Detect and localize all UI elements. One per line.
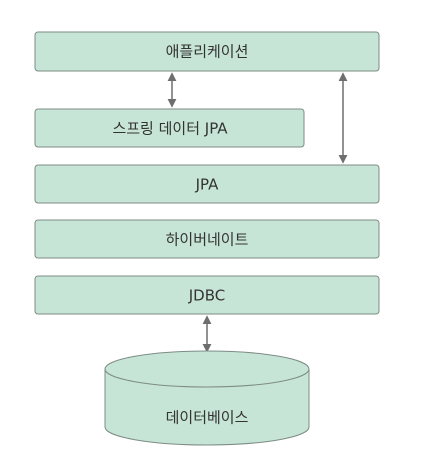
jpa-layer: JPA <box>34 164 380 204</box>
spring-data-jpa-label: 스프링 데이터 JPA <box>112 120 228 138</box>
jpa-label: JPA <box>195 176 220 194</box>
database-label: 데이터베이스 <box>166 409 249 427</box>
hibernate-layer: 하이버네이트 <box>34 219 380 259</box>
hibernate-label: 하이버네이트 <box>166 231 249 249</box>
application-layer: 애플리케이션 <box>34 31 380 72</box>
jdbc-label: JDBC <box>188 287 225 305</box>
spring-data-jpa-layer: 스프링 데이터 JPA <box>34 108 305 148</box>
database-cylinder-icon: 데이터베이스 <box>104 350 310 446</box>
jdbc-layer: JDBC <box>34 275 380 315</box>
application-label: 애플리케이션 <box>166 43 249 61</box>
